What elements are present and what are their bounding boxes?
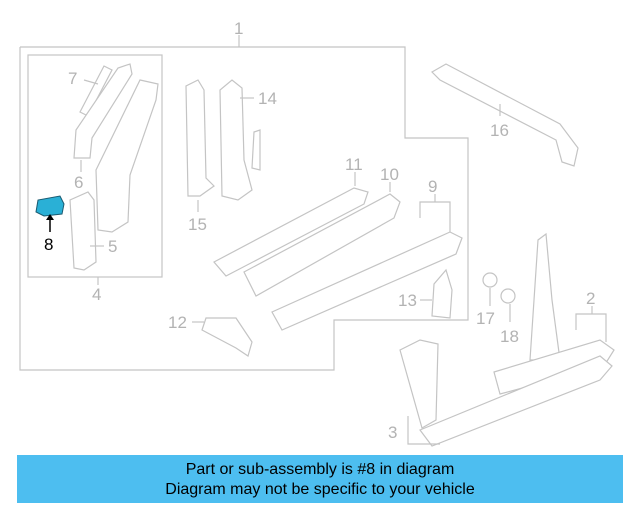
- callout-2-bracket: [575, 313, 607, 342]
- callout-18: 18: [500, 327, 519, 346]
- callout-3-bracket: [407, 416, 440, 445]
- info-banner: Part or sub-assembly is #8 in diagram Di…: [17, 455, 623, 503]
- callout-7-leader: [83, 79, 99, 85]
- part-10: [243, 193, 401, 297]
- part-14: [219, 79, 253, 201]
- part-15: [185, 79, 215, 197]
- callout-1: 1: [234, 19, 243, 38]
- callout-11: 11: [345, 155, 363, 174]
- part-9: [271, 231, 463, 331]
- banner-line-disclaimer: Diagram may not be specific to your vehi…: [165, 481, 475, 498]
- part-18: [500, 288, 516, 304]
- callout-8: 8: [44, 235, 53, 254]
- callout-2: 2: [586, 289, 595, 308]
- part-12: [201, 317, 253, 357]
- callout-3: 3: [388, 423, 397, 442]
- callout-5: 5: [108, 237, 117, 256]
- callout-6: 6: [74, 173, 83, 192]
- assembly-1-outline: [19, 46, 469, 371]
- part-3-sill: [419, 355, 613, 447]
- part-pillar-inner: [95, 79, 159, 233]
- callout-15: 15: [188, 215, 207, 234]
- part-8-highlighted[interactable]: [35, 195, 65, 217]
- callout-13: 13: [398, 291, 417, 310]
- callout-16: 16: [490, 121, 509, 140]
- part-6: [73, 63, 133, 159]
- part-2-pillar: [529, 232, 561, 361]
- callout-9-bracket: [419, 201, 451, 232]
- part-11: [213, 187, 369, 277]
- part-17: [482, 272, 498, 288]
- part-7: [79, 65, 113, 117]
- callout-4: 4: [92, 285, 101, 304]
- callout-14: 14: [258, 89, 277, 108]
- callout-12: 12: [168, 313, 187, 332]
- assembly-4-box: [27, 54, 163, 278]
- part-13: [431, 268, 453, 319]
- part-3-pillar: [399, 339, 439, 429]
- callout-7: 7: [68, 69, 77, 88]
- callout-17: 17: [476, 309, 495, 328]
- part-14-bracket: [251, 129, 261, 171]
- callout-9: 9: [428, 177, 437, 196]
- part-16: [431, 63, 579, 167]
- part-5: [69, 191, 97, 271]
- callout-10: 10: [380, 165, 399, 184]
- part-2-sill: [493, 339, 615, 395]
- banner-line-part: Part or sub-assembly is #8 in diagram: [185, 461, 455, 478]
- callout-8-arrow: [46, 214, 54, 220]
